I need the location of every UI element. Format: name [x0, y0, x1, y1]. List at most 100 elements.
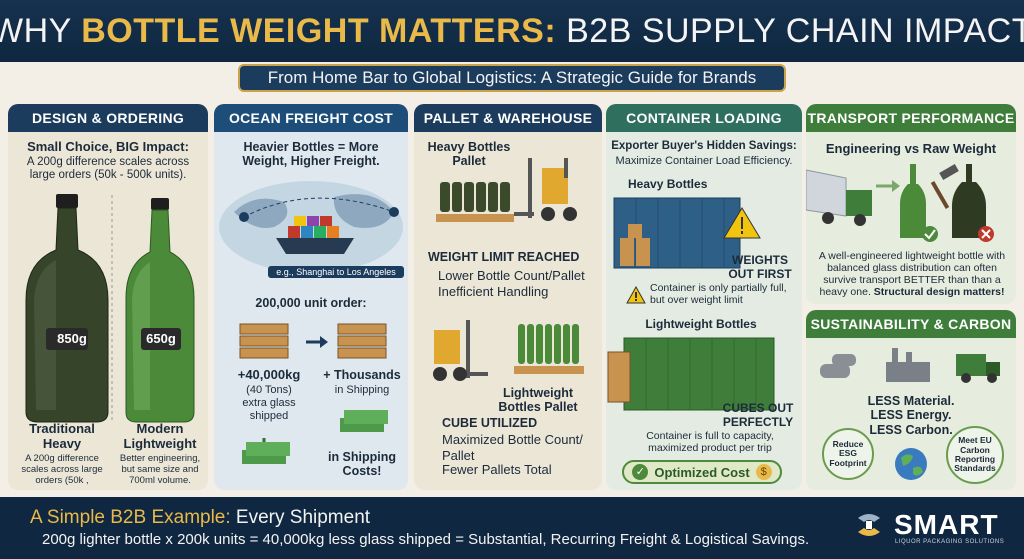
optimized-cost-badge: ✓ Optimized Cost $ — [622, 460, 782, 484]
factory-icon — [886, 348, 930, 382]
light-container-label: Lightweight Bottles — [645, 317, 757, 331]
design-headline: Small Choice, BIG Impact: — [27, 139, 189, 154]
panel-title: DESIGN & ORDERING — [8, 104, 208, 132]
light-pallet-line1: Lightweight — [502, 386, 574, 400]
page-title: WHY BOTTLE WEIGHT MATTERS: B2B SUPPLY CH… — [0, 12, 1024, 51]
electric-truck-icon — [956, 354, 1000, 383]
less-energy: LESS Energy. — [870, 408, 952, 423]
container-loading-panel: CONTAINER LOADING Exporter Buyer's Hidde… — [606, 104, 802, 490]
title-suffix: B2B SUPPLY CHAIN IMPACT — [556, 11, 1024, 50]
extra-note: extra glass shipped — [242, 397, 296, 422]
sustainability-icons — [820, 348, 1000, 383]
heavy-pallet-line1: Heavy Bottles — [427, 140, 511, 154]
brand-name: SMART — [894, 509, 999, 540]
forklift-icon — [433, 320, 488, 381]
extra-tons: (40 Tons) — [246, 384, 292, 396]
heavy-container-note: Container is only partially full, but ov… — [650, 282, 787, 307]
panel-title: CONTAINER LOADING — [606, 104, 802, 132]
ocean-freight-panel: OCEAN FREIGHT COST Heavier Bottles = Mor… — [214, 104, 408, 490]
truck-icon — [806, 169, 872, 226]
footer-headline-rest: Every Shipment — [230, 507, 371, 528]
light-point-1: Maximized Bottle Count/ Pallet — [442, 432, 583, 463]
costs-line1: in Shipping — [327, 450, 397, 464]
footer-banner: A Simple B2B Example: Every Shipment 200… — [0, 497, 1024, 559]
thousands: + Thousands — [323, 368, 401, 382]
world-map-route-graphic — [219, 181, 403, 273]
pallet-cost-graphic — [239, 323, 388, 464]
heavy-bottle-icon — [952, 164, 986, 238]
light-label-line2: Lightweight — [123, 435, 197, 451]
order-label: 200,000 unit order: — [255, 296, 367, 310]
cash-stack-icon — [340, 410, 388, 432]
footer-highlight: A Simple B2B Example: — [30, 507, 231, 528]
optimized-cost-label: Optimized Cost — [654, 464, 750, 480]
heavy-label-line1: Traditional — [29, 421, 95, 436]
cubes-line2: PERFECTLY — [722, 414, 794, 429]
light-bottle-icon — [900, 164, 926, 238]
subtitle-banner: From Home Bar to Global Logistics: A Str… — [238, 64, 786, 92]
glass-material-icon — [820, 354, 856, 378]
transport-note: A well-engineered lightweight bottle wit… — [814, 250, 1010, 298]
globe-icon — [895, 448, 927, 480]
check-icon — [922, 226, 938, 242]
heavy-pallet-graphic — [436, 158, 577, 222]
in-shipping: in Shipping — [334, 384, 390, 396]
heavy-container-label: Heavy Bottles — [628, 177, 708, 191]
light-pallet-line2: Bottles Pallet — [498, 400, 578, 415]
heavy-note: A 200g difference scales across large or… — [21, 453, 103, 486]
weights-line1: WEIGHTS — [732, 253, 788, 267]
cash-icon — [242, 442, 290, 464]
brand-logo: SMART LIQUOR PACKAGING SOLUTIONS — [852, 508, 1004, 545]
less-material: LESS Material. — [867, 394, 955, 408]
heavy-bottle-icon — [25, 194, 109, 423]
panel-title: PALLET & WAREHOUSE — [414, 104, 602, 132]
light-bottle-icon — [125, 198, 195, 423]
check-icon: ✓ — [632, 464, 649, 480]
transport-headline: Engineering vs Raw Weight — [825, 141, 997, 156]
page-header: WHY BOTTLE WEIGHT MATTERS: B2B SUPPLY CH… — [0, 0, 1024, 62]
cubes-line1: CUBES OUT — [722, 401, 794, 415]
less-list: LESS Material.LESS Energy.LESS Carbon. — [846, 394, 976, 437]
transport-graphic — [806, 164, 994, 242]
design-intro: A 200g difference scales across large or… — [26, 156, 190, 182]
sustainability-panel: SUSTAINABILITY & CARBON LESS Material.LE… — [806, 310, 1016, 490]
footer-headline: A Simple B2B Example: Every Shipment — [30, 507, 370, 529]
panel-title: TRANSPORT PERFORMANCE — [806, 104, 1016, 132]
extra-kg: +40,000kg — [237, 367, 301, 382]
bottle-comparison-graphic — [25, 194, 195, 423]
costs-line2: Costs! — [342, 464, 382, 479]
ocean-headline: Heavier Bottles = More Weight, Higher Fr… — [242, 140, 380, 169]
brand-tagline: LIQUOR PACKAGING SOLUTIONS — [895, 539, 1005, 545]
weights-line2: OUT FIRST — [728, 266, 792, 281]
container-sub: Maximize Container Load Efficiency. — [615, 155, 793, 167]
light-container-graphic — [607, 337, 775, 411]
route-label: e.g., Shanghai to Los Angeles — [268, 266, 404, 279]
light-note: Better engineering, but same size and 70… — [119, 453, 201, 486]
light-container-note: Container is full to capacity, maximized… — [646, 430, 774, 455]
cube-utilized: CUBE UTILIZED — [442, 416, 538, 430]
design-ordering-panel: DESIGN & ORDERING Small Choice, BIG Impa… — [8, 104, 208, 490]
smart-logo-icon — [858, 514, 880, 536]
less-carbon: LESS Carbon. — [869, 422, 953, 437]
x-icon — [978, 226, 994, 242]
eu-carbon-circle: Meet EU Carbon Reporting Standards — [946, 426, 1004, 484]
transport-note-a: A well-engineered lightweight bottle wit… — [818, 250, 1006, 299]
light-pallet-graphic — [433, 320, 584, 381]
title-highlight: BOTTLE WEIGHT MATTERS: — [81, 11, 557, 50]
container-headline: Exporter Buyer's Hidden Savings: — [611, 140, 797, 152]
light-point-2: Fewer Pallets Total — [442, 462, 552, 477]
footer-example: 200g lighter bottle x 200k units = 40,00… — [42, 531, 810, 548]
warning-icon — [723, 207, 761, 239]
panel-title: OCEAN FREIGHT COST — [214, 104, 408, 132]
forklift-icon — [514, 158, 577, 221]
heavy-container-graphic — [613, 197, 761, 269]
heavy-pallet-line2: Pallet — [452, 154, 486, 169]
warning-small-icon — [626, 286, 646, 304]
heavy-point-1: Lower Bottle Count/Pallet — [438, 268, 585, 283]
